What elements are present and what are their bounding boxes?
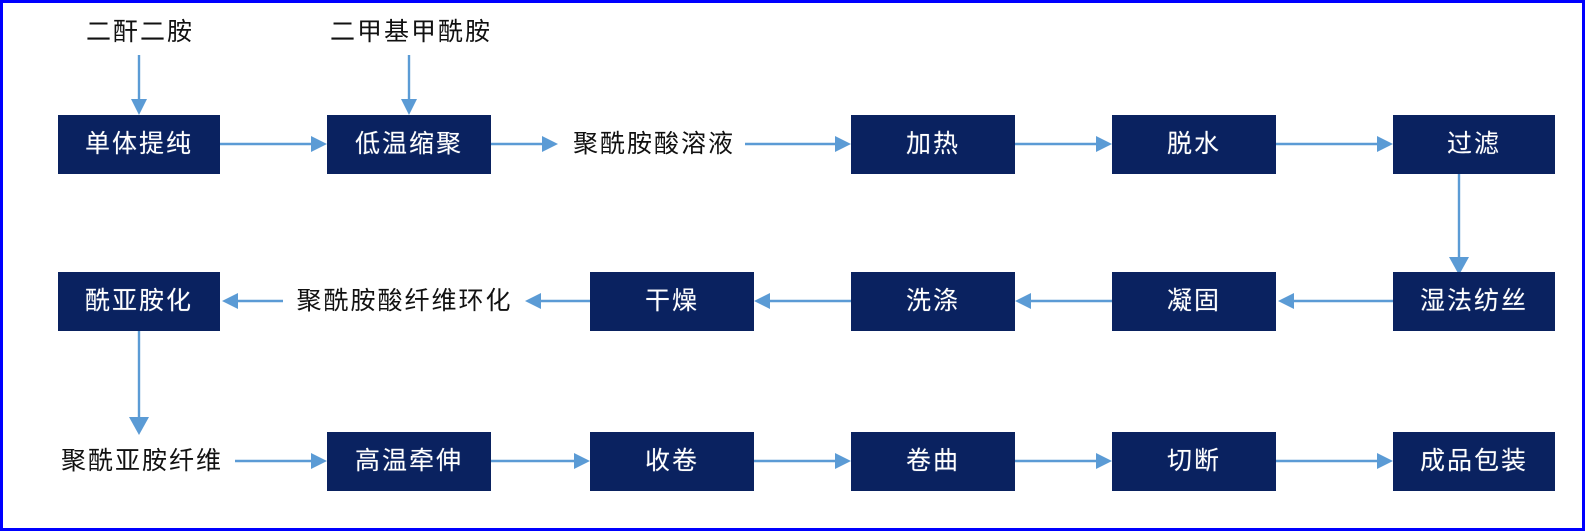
node-monomer-purification[interactable]: 单体提纯: [58, 115, 220, 174]
node-washing[interactable]: 洗涤: [851, 272, 1015, 331]
arrow-filtration-to-wet-spinning: [1449, 174, 1469, 275]
input-label-dianhydride-diamine: 二酐二胺: [85, 18, 194, 46]
arrow-drying-to-pa-fiber-cyclization: [525, 293, 590, 309]
arrow-cutting-to-finished-packaging: [1276, 453, 1393, 469]
node-wet-spinning[interactable]: 湿法纺丝: [1393, 272, 1555, 331]
node-polyamic-acid-solution: 聚酰胺酸溶液: [572, 130, 735, 158]
arrow-layer: [129, 55, 1469, 469]
arrow-imidization-to-polyimide-fiber: [129, 331, 149, 435]
arrow-heating-to-dehydration: [1015, 136, 1112, 152]
arrow-coagulation-to-washing: [1015, 293, 1112, 309]
arrow-dehydration-to-filtration: [1276, 136, 1393, 152]
arrow-dianhydride-diamine-to-monomer-purification: [131, 55, 147, 115]
node-high-temp-drawing[interactable]: 高温牵伸: [327, 432, 491, 491]
node-pa-fiber-cyclization: 聚酰胺酸纤维环化: [296, 287, 513, 315]
arrow-wet-spinning-to-coagulation: [1278, 293, 1393, 309]
node-cutting[interactable]: 切断: [1112, 432, 1276, 491]
arrow-low-temp-polycondensation-to-polyamic-acid-solution: [491, 136, 558, 152]
arrow-high-temp-drawing-to-winding: [491, 453, 590, 469]
node-crimping[interactable]: 卷曲: [851, 432, 1015, 491]
node-drying[interactable]: 干燥: [590, 272, 754, 331]
node-finished-packaging[interactable]: 成品包装: [1393, 432, 1555, 491]
node-filtration[interactable]: 过滤: [1393, 115, 1555, 174]
node-polyimide-fiber: 聚酰亚胺纤维: [60, 447, 223, 475]
flowchart-canvas: 二酐二胺 二甲基甲酰胺 单体提纯 低温缩聚 聚酰胺酸溶液 加热 脱水 过滤 酰亚…: [3, 3, 1582, 528]
node-winding[interactable]: 收卷: [590, 432, 754, 491]
node-dehydration[interactable]: 脱水: [1112, 115, 1276, 174]
arrow-dimethylformamide-to-low-temp-polycondensation: [401, 55, 417, 115]
arrow-polyimide-fiber-to-high-temp-drawing: [235, 453, 327, 469]
node-imidization[interactable]: 酰亚胺化: [58, 272, 220, 331]
arrow-crimping-to-cutting: [1015, 453, 1112, 469]
arrow-polyamic-acid-solution-to-heating: [745, 136, 851, 152]
arrow-pa-fiber-cyclization-to-imidization: [222, 293, 283, 309]
arrow-monomer-purification-to-low-temp-polycondensation: [220, 136, 327, 152]
input-label-dimethylformamide: 二甲基甲酰胺: [329, 18, 492, 46]
node-coagulation[interactable]: 凝固: [1112, 272, 1276, 331]
node-heating[interactable]: 加热: [851, 115, 1015, 174]
node-low-temp-polycondensation[interactable]: 低温缩聚: [327, 115, 491, 174]
arrow-washing-to-drying: [754, 293, 851, 309]
arrow-winding-to-crimping: [754, 453, 851, 469]
